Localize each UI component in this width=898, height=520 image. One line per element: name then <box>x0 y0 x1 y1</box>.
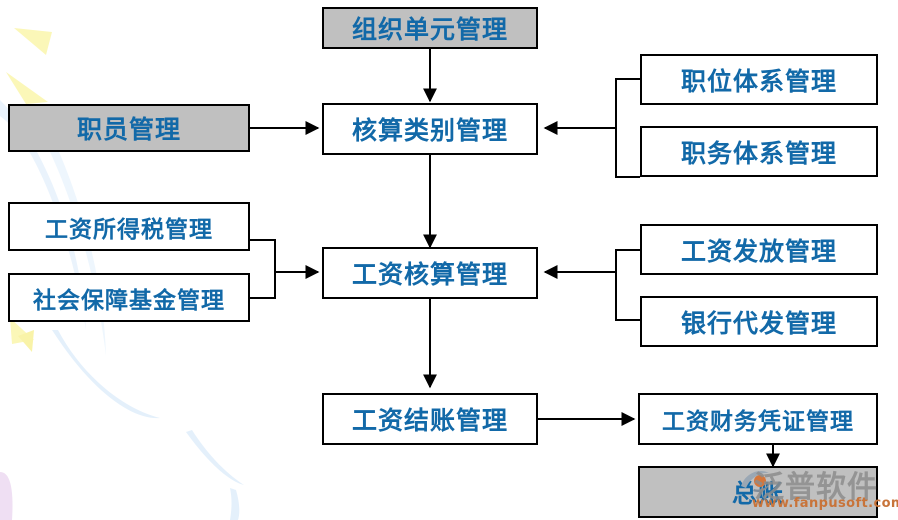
node-salary-voucher[interactable]: 工资财务凭证管理 <box>638 393 878 445</box>
decor-triangle-yellow-2 <box>6 72 48 104</box>
node-salary-payment[interactable]: 工资发放管理 <box>640 224 878 275</box>
node-org-unit[interactable]: 组织单元管理 <box>322 7 538 49</box>
node-income-tax[interactable]: 工资所得税管理 <box>8 202 250 251</box>
node-bank-payroll[interactable]: 银行代发管理 <box>640 296 878 347</box>
edge-bracket-position-duty <box>615 78 640 178</box>
node-salary-closing[interactable]: 工资结账管理 <box>322 393 538 445</box>
edge-bracket-tax-social <box>249 239 276 299</box>
edge-bracket-payment-bank <box>615 249 640 321</box>
node-general-ledger[interactable]: 总账 <box>638 466 878 518</box>
node-duty-system[interactable]: 职务体系管理 <box>640 126 878 177</box>
node-account-category[interactable]: 核算类别管理 <box>322 103 538 155</box>
decor-swoosh-blue-1 <box>52 330 160 419</box>
decor-blob-lavender <box>0 472 13 520</box>
node-staff[interactable]: 职员管理 <box>8 104 250 152</box>
decor-swoosh-blue-2 <box>186 430 244 485</box>
node-position-system[interactable]: 职位体系管理 <box>640 54 878 105</box>
decor-triangle-yellow-1 <box>14 28 52 55</box>
node-salary-accounting[interactable]: 工资核算管理 <box>322 247 538 299</box>
node-social-security[interactable]: 社会保障基金管理 <box>8 273 250 322</box>
decor-triangle-yellow-4 <box>18 330 34 352</box>
decor-swoosh-blue-3 <box>230 488 240 520</box>
